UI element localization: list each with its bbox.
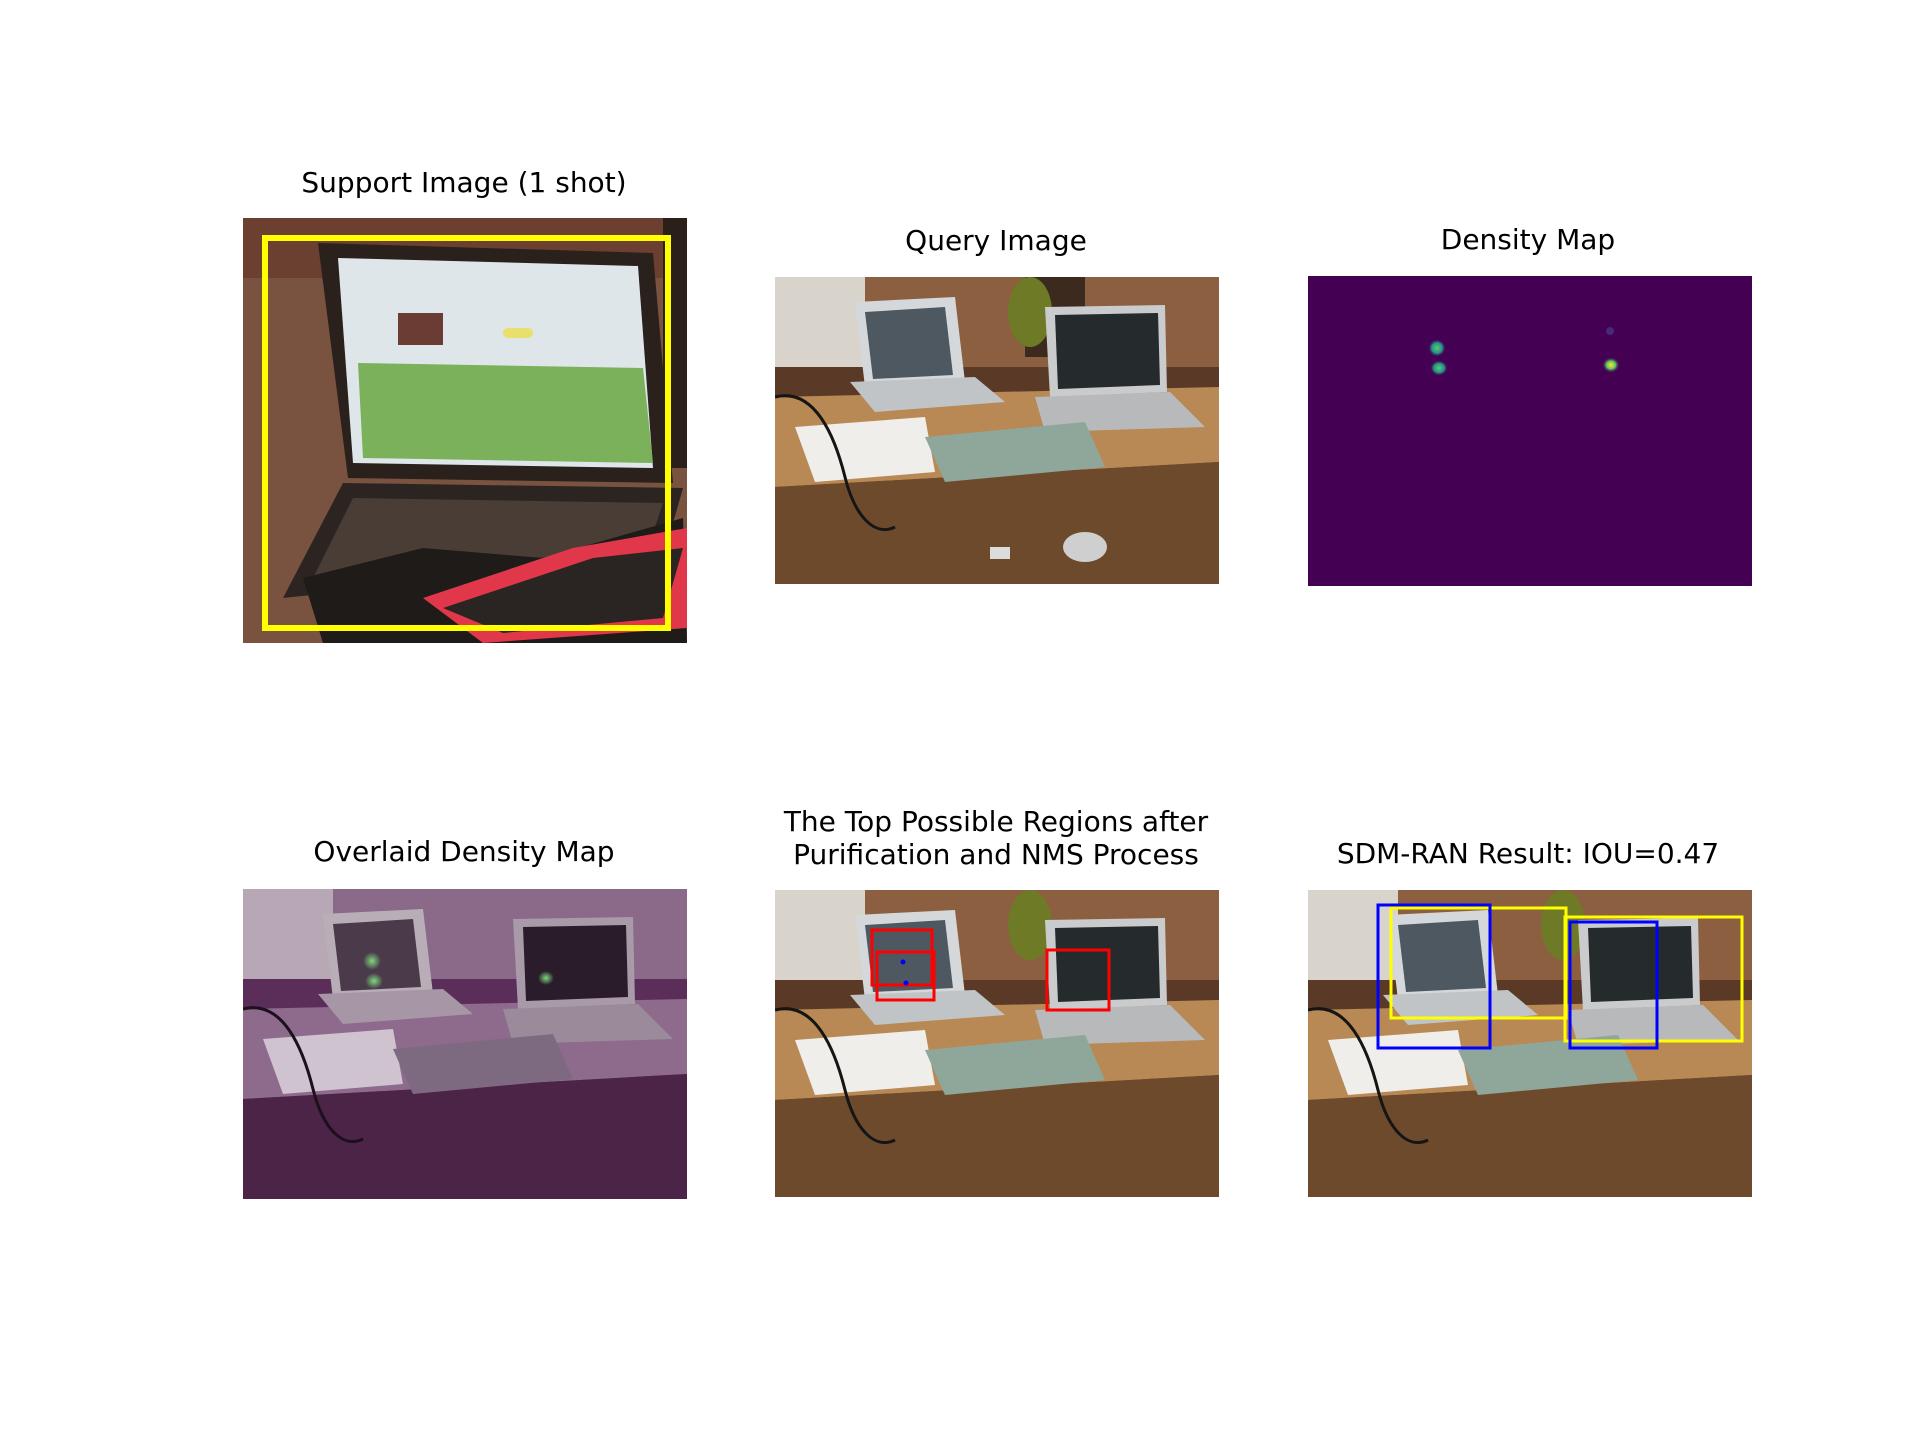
query-image-title: Query Image (905, 224, 1087, 257)
query-image (775, 277, 1219, 584)
overlaid-density-map (243, 889, 687, 1199)
overlaid-density-map-title: Overlaid Density Map (313, 835, 615, 868)
density-peak (1602, 357, 1620, 373)
region-center-point (903, 980, 909, 986)
ground-truth-box (1563, 915, 1744, 1043)
candidate-region-box (870, 928, 934, 987)
candidate-region-box (875, 950, 936, 1002)
result-image (1308, 890, 1752, 1197)
predicted-box (1568, 920, 1659, 1050)
density-map (1308, 276, 1752, 586)
support-bounding-box (262, 235, 671, 631)
top-regions-title: The Top Possible Regions after Purificat… (783, 805, 1209, 871)
density-peak (1606, 327, 1614, 335)
support-image-title: Support Image (1 shot) (301, 166, 627, 199)
candidate-region-box (1045, 948, 1111, 1012)
density-peak (1430, 360, 1448, 376)
predicted-box (1376, 903, 1492, 1050)
density-map-title: Density Map (1440, 223, 1616, 256)
top-regions-image (775, 890, 1219, 1197)
region-center-point (900, 959, 906, 965)
result-title: SDM-RAN Result: IOU=0.47 (1336, 837, 1720, 870)
density-peak (1428, 339, 1446, 357)
support-image (243, 218, 687, 643)
